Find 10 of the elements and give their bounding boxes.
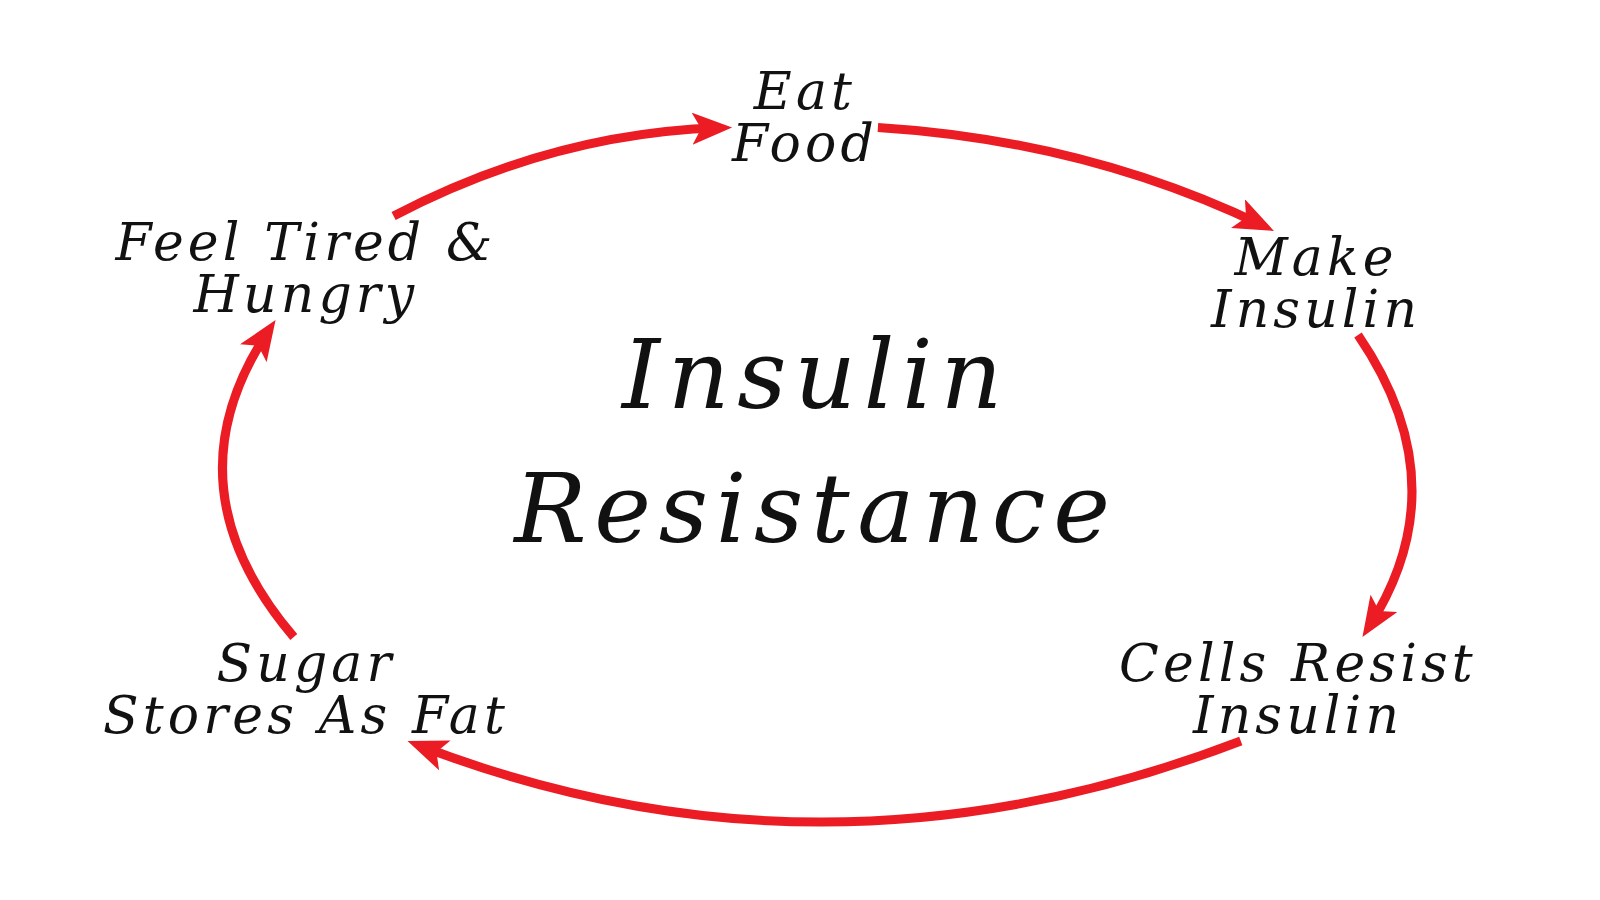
step-label: Sugar Stores As Fat: [103, 637, 509, 741]
step-label: Make Insulin: [1210, 231, 1422, 335]
cycle-arrow: [407, 736, 1243, 827]
cycle-arrow: [391, 113, 733, 221]
step-label: Eat Food: [732, 65, 878, 169]
cycle-arrow: [218, 319, 298, 640]
cycle-arrow: [877, 122, 1275, 231]
step-label: Cells Resist Insulin: [1119, 637, 1477, 741]
diagram-title: Insulin Resistance: [514, 317, 1118, 567]
cycle-arrow: [1354, 332, 1417, 638]
